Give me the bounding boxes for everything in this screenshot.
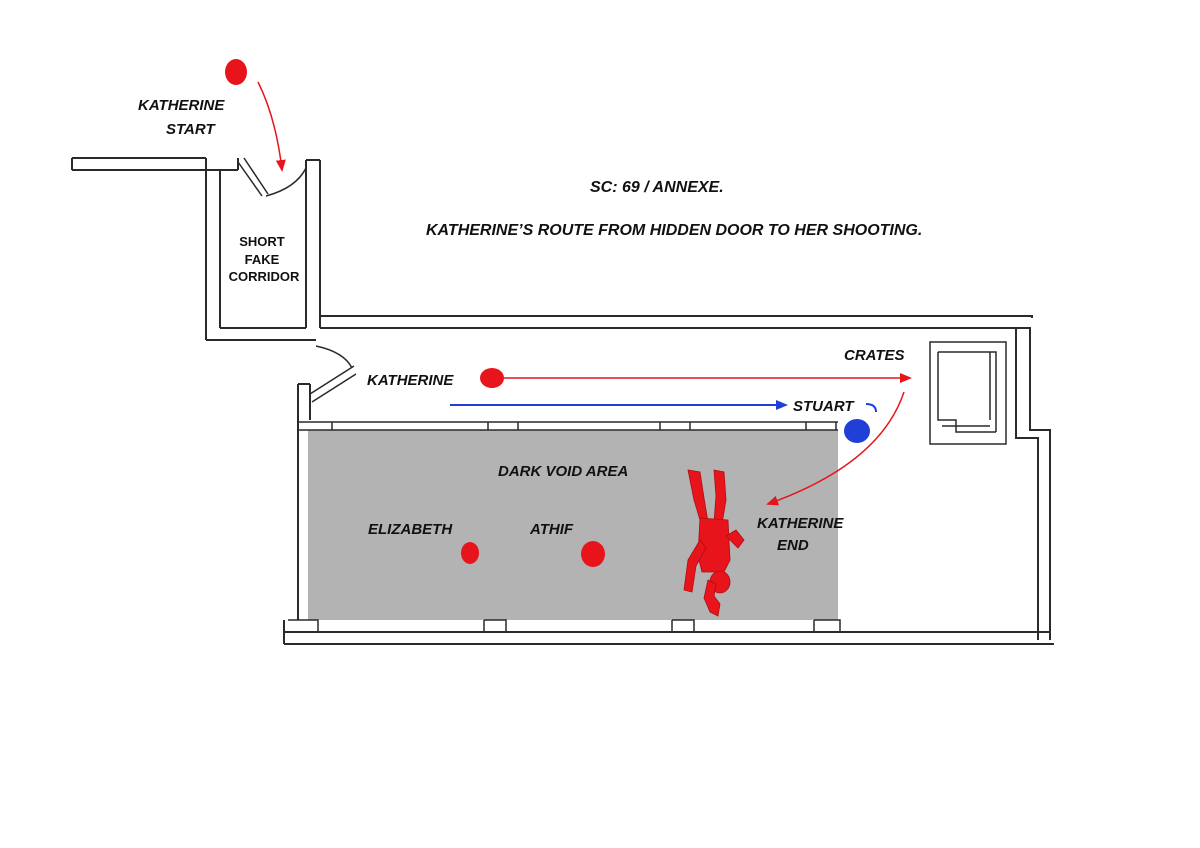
label-katherine: KATHERINE <box>367 372 454 389</box>
wall-corridor-top <box>220 158 239 171</box>
label-katherine-start-line1: KATHERINE <box>138 97 225 114</box>
label-athif: ATHIF <box>529 521 574 538</box>
doors <box>237 157 357 403</box>
katherine-body-figure <box>683 469 745 617</box>
hidden-door-leaf <box>309 365 357 403</box>
athif-marker <box>581 541 605 567</box>
elizabeth-marker <box>461 542 479 564</box>
label-corridor-line3: CORRIDOR <box>229 269 300 284</box>
routes <box>257 81 912 506</box>
void-top-edge <box>298 421 838 431</box>
crate-detail <box>942 352 991 427</box>
label-corridor-line1: SHORT <box>239 234 285 249</box>
label-katherine-end-line1: KATHERINE <box>757 515 844 532</box>
scene-title: SC: 69 / ANNEXE. <box>590 179 724 196</box>
corridor-door-leaf <box>237 157 269 197</box>
stuart-marker <box>844 419 870 443</box>
label-katherine-start-line2: START <box>166 121 216 138</box>
crates <box>929 341 1007 445</box>
bottom-columns <box>288 619 841 632</box>
wall-void-left <box>297 383 311 620</box>
katherine-start-marker <box>225 59 247 85</box>
katherine-marker <box>480 368 504 388</box>
label-corridor-line2: FAKE <box>245 252 280 267</box>
route-description: KATHERINE’S ROUTE FROM HIDDEN DOOR TO HE… <box>426 222 922 239</box>
stuart-turn-hook <box>865 403 877 413</box>
label-stuart: STUART <box>793 398 855 415</box>
wall-corridor-right <box>305 159 321 328</box>
wall-bottom <box>283 620 1054 645</box>
crate-outer <box>929 341 1007 445</box>
katherine-start-arrow <box>257 81 286 172</box>
crate-inner <box>937 351 997 433</box>
wall-right-inner <box>1015 328 1039 640</box>
label-crates: CRATES <box>844 347 905 364</box>
label-elizabeth: ELIZABETH <box>368 521 453 538</box>
corridor-door-swing <box>265 167 307 197</box>
label-katherine-end-line2: END <box>777 537 809 554</box>
hidden-door-swing <box>315 345 353 369</box>
walls <box>71 157 1054 645</box>
wall-corridor-left <box>205 158 221 340</box>
label-dark-void-area: DARK VOID AREA <box>498 463 628 480</box>
markers <box>225 59 870 567</box>
katherine-end-arrow <box>766 391 905 506</box>
void-top-ticks <box>331 422 837 430</box>
wall-top-left-stub <box>71 157 220 171</box>
dark-void-area <box>308 430 838 620</box>
